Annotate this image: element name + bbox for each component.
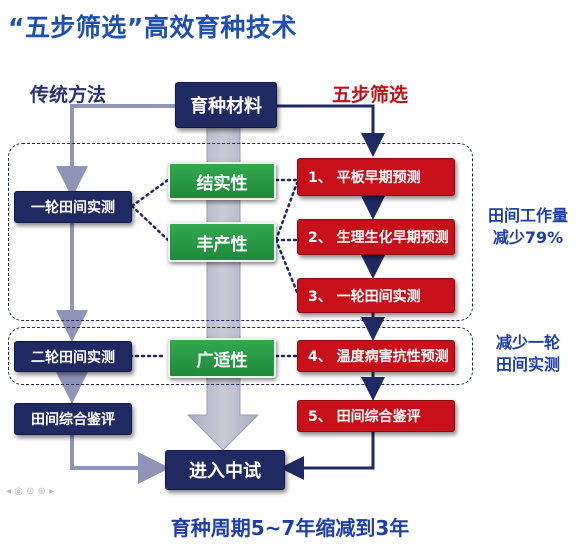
traditional-step-2: 二轮田间实测 xyxy=(14,341,132,372)
trait-adaptability: 广适性 xyxy=(168,338,276,378)
pilot-test-box: 进入中试 xyxy=(165,450,285,490)
group-outline-upper xyxy=(8,143,473,321)
work-reduction-note: 田间工作量 减少79% xyxy=(478,205,578,249)
round-reduction-line1: 减少一轮 xyxy=(495,333,560,352)
round-reduction-line2: 田间实测 xyxy=(495,355,560,374)
five-step-5: 5、 田间综合鉴评 xyxy=(297,400,455,432)
page-title: “五步筛选”高效育种技术 xyxy=(8,13,297,42)
traditional-method-label: 传统方法 xyxy=(30,84,107,106)
group-outline-lower xyxy=(8,327,473,385)
five-step-2: 2、 生理生化早期预测 xyxy=(297,219,455,255)
trait-yield: 丰产性 xyxy=(168,222,276,262)
player-controls[interactable]: ◂ ◎ ⊙ ⊕ ▸ xyxy=(6,486,55,497)
trait-fruiting: 结实性 xyxy=(168,162,276,200)
work-reduction-line2: 减少79% xyxy=(492,228,564,247)
breeding-material-box: 育种材料 xyxy=(175,82,277,128)
traditional-step-1: 一轮田间实测 xyxy=(14,191,132,223)
five-step-3: 3、 一轮田间实测 xyxy=(297,278,455,313)
five-step-label: 五步筛选 xyxy=(332,84,409,106)
traditional-step-3: 田间综合鉴评 xyxy=(14,403,132,435)
work-reduction-line1: 田间工作量 xyxy=(487,206,568,225)
five-step-4: 4、 温度病害抗性预测 xyxy=(297,340,455,372)
round-reduction-note: 减少一轮 田间实测 xyxy=(478,332,578,376)
footer-summary: 育种周期5~7年缩减到3年 xyxy=(170,516,410,540)
five-step-1: 1、 平板早期预测 xyxy=(297,158,455,196)
